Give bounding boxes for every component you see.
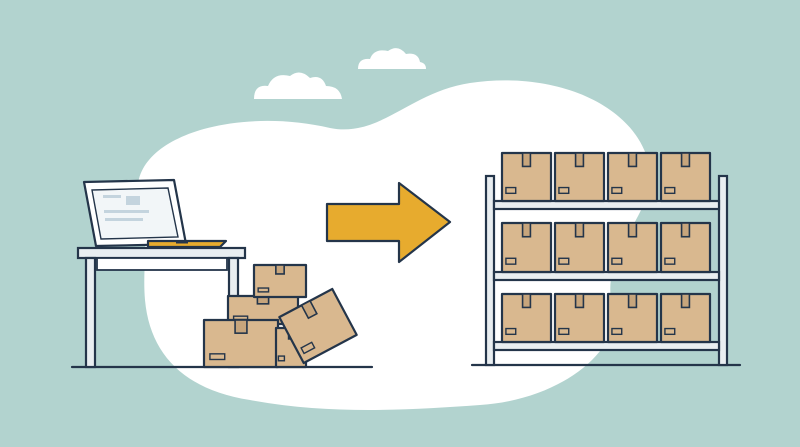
shelf-plank bbox=[492, 199, 721, 211]
shelf-boxes bbox=[500, 151, 712, 344]
box-tape bbox=[627, 222, 638, 238]
box-label bbox=[611, 257, 623, 265]
box-label bbox=[664, 186, 676, 195]
box-label bbox=[558, 257, 570, 265]
desk-top bbox=[76, 246, 247, 260]
box-tape bbox=[574, 152, 585, 168]
box-label bbox=[664, 257, 676, 265]
cardboard-box-icon bbox=[553, 151, 606, 203]
box-tape bbox=[574, 222, 585, 238]
box-label bbox=[611, 327, 623, 336]
cardboard-box-icon bbox=[606, 292, 659, 344]
box-tape bbox=[521, 152, 532, 168]
box-tape bbox=[275, 264, 285, 275]
box-label bbox=[209, 353, 226, 361]
box-label bbox=[664, 327, 676, 336]
cardboard-box-icon bbox=[659, 221, 712, 274]
shelf-post-right bbox=[717, 174, 729, 367]
box-tape bbox=[627, 293, 638, 309]
laptop-trackpad bbox=[176, 241, 188, 244]
box-label bbox=[558, 186, 570, 195]
shelf-post-left bbox=[484, 174, 496, 367]
box-label bbox=[505, 186, 517, 195]
box-label bbox=[300, 341, 316, 355]
loose-box-pile bbox=[202, 263, 358, 369]
box-tape bbox=[680, 152, 691, 168]
box-label bbox=[505, 257, 517, 265]
arrow-right-icon bbox=[325, 181, 452, 264]
box-tape bbox=[521, 293, 532, 309]
cardboard-box-icon bbox=[252, 263, 308, 299]
screen-line bbox=[105, 218, 143, 221]
box-label bbox=[505, 327, 517, 336]
desk-drawer bbox=[96, 257, 228, 271]
cloud-icon bbox=[254, 72, 342, 99]
box-tape bbox=[574, 293, 585, 309]
cardboard-box-icon bbox=[606, 221, 659, 274]
laptop-screen bbox=[91, 187, 179, 240]
laptop-icon bbox=[82, 178, 228, 249]
cardboard-box-icon bbox=[202, 318, 280, 369]
shelf-plank bbox=[492, 340, 721, 352]
box-label bbox=[277, 355, 286, 362]
desk-leg-left bbox=[84, 256, 97, 369]
box-tape bbox=[521, 222, 532, 238]
laptop-base bbox=[146, 239, 228, 249]
box-label bbox=[611, 186, 623, 195]
box-tape bbox=[300, 299, 318, 320]
cardboard-box-icon bbox=[500, 221, 553, 274]
box-tape bbox=[680, 293, 691, 309]
cardboard-box-icon bbox=[500, 151, 553, 203]
screen-image bbox=[126, 196, 140, 205]
cloud-icon bbox=[358, 48, 426, 69]
cardboard-box-icon bbox=[659, 292, 712, 344]
box-label bbox=[257, 287, 270, 293]
cardboard-box-icon bbox=[553, 221, 606, 274]
screen-line bbox=[104, 210, 149, 213]
cardboard-box-icon bbox=[553, 292, 606, 344]
cardboard-box-icon bbox=[606, 151, 659, 203]
box-label bbox=[558, 327, 570, 336]
storage-shelf-icon bbox=[470, 174, 742, 367]
cardboard-box-icon bbox=[659, 151, 712, 203]
cardboard-box-icon bbox=[500, 292, 553, 344]
box-tape bbox=[234, 319, 248, 334]
clouds bbox=[254, 48, 426, 99]
cardboard-box-icon bbox=[278, 287, 358, 365]
screen-bar bbox=[103, 195, 121, 198]
box-tape bbox=[627, 152, 638, 168]
shelf-plank bbox=[492, 270, 721, 282]
box-tape bbox=[680, 222, 691, 238]
arrow-shape bbox=[325, 181, 452, 264]
